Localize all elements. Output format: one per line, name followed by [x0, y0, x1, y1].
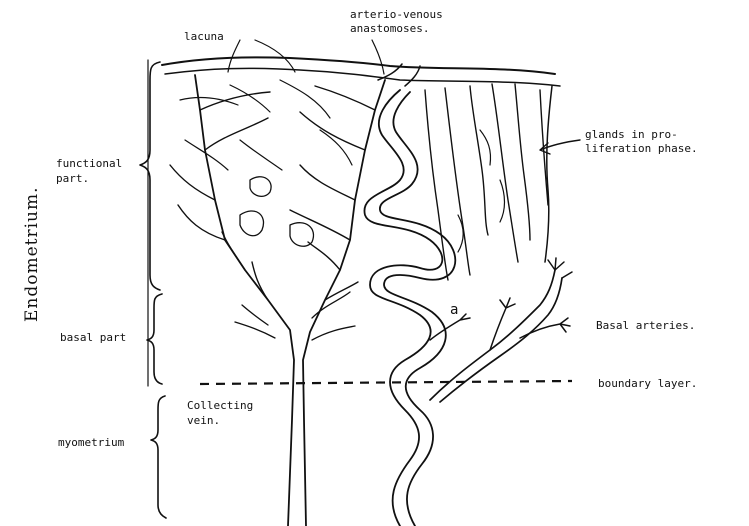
label-anastomoses: anastomoses. [350, 22, 429, 35]
brace-myometrium [151, 396, 166, 518]
vein-branch-7 [300, 112, 365, 150]
collecting-vein-trunk-right [303, 80, 385, 526]
surface-line-1 [162, 57, 555, 74]
av-arrow [372, 40, 384, 74]
vein-loop-3 [250, 177, 271, 197]
gland-3 [470, 86, 488, 235]
label-arterio-venous: arterio-venous [350, 8, 443, 21]
surface-line-2 [165, 68, 560, 86]
basal-artery-branch-2 [520, 318, 570, 338]
label-lacuna: lacuna [184, 30, 224, 43]
label-endometrium: Endometrium. [22, 186, 42, 322]
label-basal-part: basal part [60, 331, 126, 344]
vein-branch-12 [308, 242, 340, 270]
label-proliferation: liferation phase. [585, 142, 698, 155]
lacuna-arrow-1 [228, 40, 240, 72]
brace-basal [147, 294, 162, 384]
basal-artery-main-2 [440, 278, 562, 402]
label-collecting: Collecting [187, 399, 253, 412]
spiral-artery-inner [380, 92, 455, 526]
label-functional: functional [56, 157, 122, 170]
brace-functional [140, 62, 160, 290]
label-myometrium: myometrium [58, 436, 124, 449]
label-part: part. [56, 172, 89, 185]
collecting-vein-trunk [195, 75, 294, 526]
label-glands: glands in pro- [585, 128, 678, 141]
label-basal-arteries: Basal arteries. [596, 319, 695, 332]
basal-artery-branch-3 [548, 258, 572, 278]
vein-branch-8 [315, 86, 375, 110]
gland-1 [425, 90, 448, 280]
vein-branch-5 [290, 210, 350, 240]
vein-loop-1 [240, 211, 263, 236]
basal-artery-branch-1 [490, 298, 515, 350]
label-boundary-layer: boundary layer. [598, 377, 697, 390]
vein-branch-6 [300, 165, 355, 200]
gland-2 [445, 88, 470, 275]
lacuna-arrow-2 [255, 40, 295, 72]
basal-vein-branches [235, 292, 355, 340]
vein-branch-4 [200, 92, 270, 110]
boundary-layer-line [200, 381, 572, 384]
label-point-a: a [450, 304, 458, 317]
label-vein: vein. [187, 414, 220, 427]
glands-arrow [540, 140, 580, 154]
vein-branch-3 [205, 118, 268, 150]
gland-4 [492, 84, 518, 262]
vein-branch-9 [222, 232, 245, 270]
gland-detail-1 [458, 130, 505, 252]
gland-5 [515, 84, 530, 240]
